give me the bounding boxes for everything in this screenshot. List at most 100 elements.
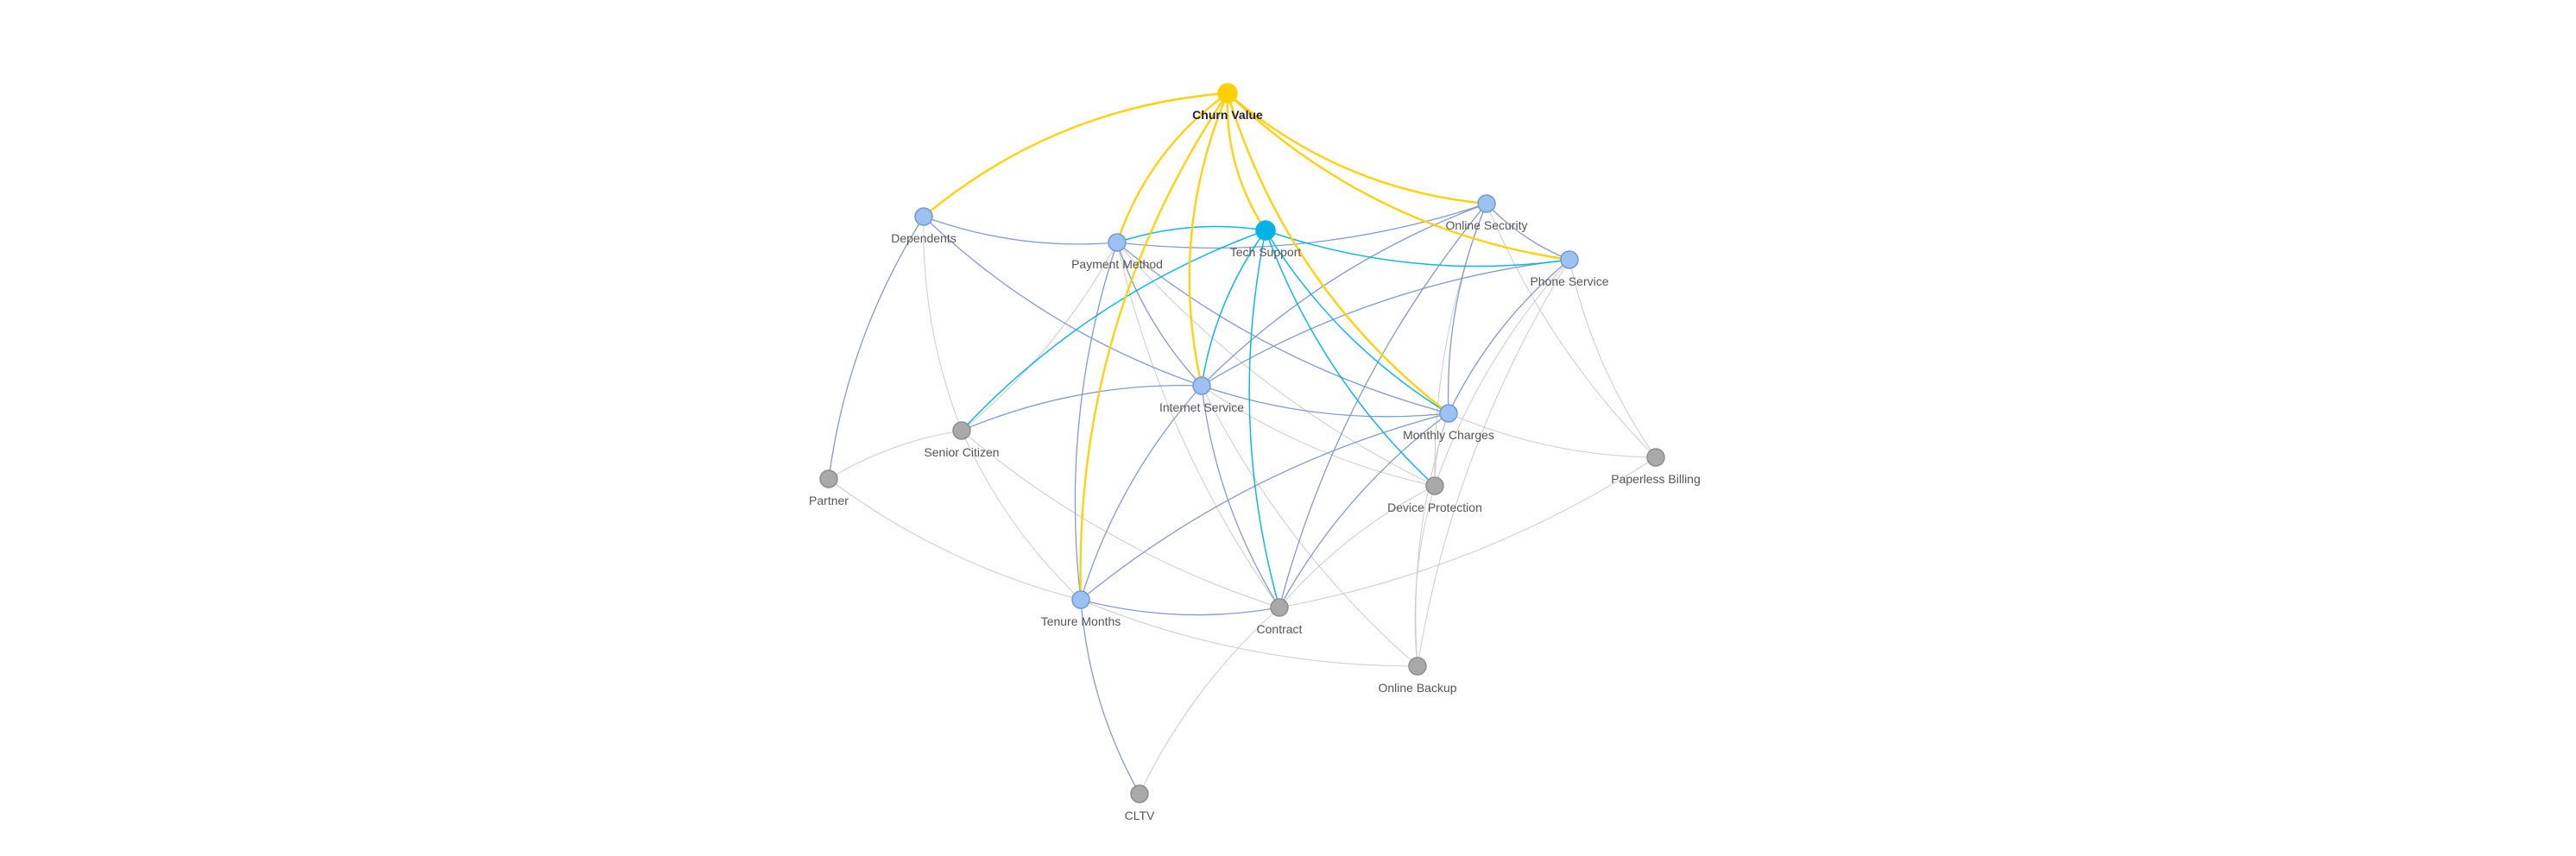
edge-churn-payment [1115, 92, 1228, 243]
node-label-tech: Tech Support [1230, 245, 1302, 259]
node-label-dependents: Dependents [891, 231, 957, 245]
node-circle-tenure[interactable] [1071, 590, 1090, 609]
edge-payment-onlinesec [1116, 203, 1487, 249]
node-churn[interactable]: Churn Value [1192, 83, 1263, 122]
node-tenure[interactable]: Tenure Months [1041, 590, 1121, 628]
edge-device-backup [1414, 485, 1436, 667]
edge-device-contract [1279, 485, 1436, 608]
node-label-paperless: Paperless Billing [1611, 472, 1701, 486]
edge-onlinesec-contract [1279, 203, 1487, 608]
node-circle-cltv[interactable] [1130, 784, 1149, 803]
node-payment[interactable]: Payment Method [1071, 233, 1163, 271]
node-circle-device[interactable] [1425, 476, 1444, 495]
node-circle-partner[interactable] [819, 469, 838, 488]
node-circle-onlinesec[interactable] [1477, 194, 1496, 213]
node-circle-contract[interactable] [1270, 598, 1289, 617]
edge-onlinesec-device [1434, 203, 1487, 487]
edge-monthly-device [1434, 412, 1449, 487]
edge-senior-payment [961, 242, 1118, 431]
edge-tech-monthly [1265, 230, 1449, 414]
node-device[interactable]: Device Protection [1387, 476, 1482, 514]
edge-tenure-backup [1080, 599, 1418, 667]
node-label-monthly: Monthly Charges [1403, 428, 1494, 442]
edge-monthly-contract [1279, 412, 1449, 608]
node-paperless[interactable]: Paperless Billing [1611, 448, 1701, 486]
edge-onlinesec-internet [1201, 203, 1487, 387]
edge-churn-dependents [923, 91, 1228, 217]
edge-payment-tenure [1074, 242, 1118, 601]
edge-churn-phone [1227, 92, 1570, 261]
node-circle-backup[interactable] [1408, 657, 1427, 676]
edge-dependents-senior [923, 216, 963, 431]
edge-onlinesec-paperless [1486, 203, 1657, 458]
edge-senior-contract [961, 430, 1280, 608]
edge-internet-senior [961, 385, 1203, 431]
node-onlinesec[interactable]: Online Security [1446, 194, 1528, 232]
edge-dependents-partner [828, 216, 925, 480]
edge-internet-backup [1201, 385, 1418, 667]
edge-payment-device [1116, 242, 1436, 487]
node-label-cltv: CLTV [1125, 809, 1155, 822]
node-circle-payment[interactable] [1108, 233, 1127, 252]
edges-layer [828, 91, 1657, 795]
edge-phone-internet [1201, 259, 1570, 387]
node-circle-monthly[interactable] [1439, 404, 1458, 423]
node-tech[interactable]: Tech Support [1230, 220, 1302, 259]
edge-tech-contract [1248, 230, 1280, 608]
node-cltv[interactable]: CLTV [1125, 784, 1155, 822]
node-label-payment: Payment Method [1071, 257, 1163, 271]
edge-payment-internet [1116, 242, 1203, 387]
node-circle-tech[interactable] [1255, 220, 1276, 241]
node-circle-churn[interactable] [1217, 83, 1238, 104]
edge-contract-paperless [1279, 456, 1657, 608]
edge-churn-tech [1226, 92, 1267, 231]
edge-tech-senior [961, 230, 1266, 431]
edge-churn-internet [1188, 92, 1229, 387]
node-senior[interactable]: Senior Citizen [924, 421, 1000, 459]
edge-senior-partner [828, 430, 963, 480]
node-circle-internet[interactable] [1192, 376, 1211, 395]
edge-churn-monthly [1226, 92, 1449, 414]
edge-phone-backup [1417, 259, 1570, 667]
node-phone[interactable]: Phone Service [1530, 250, 1609, 288]
edge-dependents-payment [923, 216, 1118, 245]
edge-payment-contract [1116, 242, 1280, 608]
node-circle-phone[interactable] [1560, 250, 1579, 269]
edge-senior-tenure [961, 430, 1082, 601]
edge-internet-monthly [1201, 385, 1449, 418]
node-dependents[interactable]: Dependents [891, 207, 957, 245]
edge-contract-cltv [1139, 607, 1280, 795]
edge-dependents-internet [923, 216, 1203, 387]
edge-tech-internet [1201, 230, 1266, 387]
node-label-phone: Phone Service [1530, 274, 1608, 288]
edge-churn-tenure [1079, 92, 1228, 601]
edge-payment-monthly [1116, 242, 1449, 414]
node-label-tenure: Tenure Months [1041, 614, 1121, 628]
node-backup[interactable]: Online Backup [1378, 657, 1457, 695]
node-partner[interactable]: Partner [809, 469, 849, 507]
node-label-partner: Partner [809, 494, 849, 507]
edge-internet-tenure [1080, 385, 1203, 601]
node-circle-senior[interactable] [952, 421, 971, 440]
edge-tenure-contract [1080, 599, 1280, 616]
edge-tech-payment [1116, 225, 1266, 243]
edge-tech-device [1265, 230, 1436, 487]
node-circle-paperless[interactable] [1646, 448, 1665, 467]
node-internet[interactable]: Internet Service [1159, 376, 1244, 414]
node-circle-dependents[interactable] [914, 207, 933, 226]
edge-internet-contract [1201, 385, 1280, 608]
node-label-churn: Churn Value [1192, 108, 1263, 122]
node-label-onlinesec: Online Security [1446, 218, 1528, 232]
edge-tech-phone [1265, 230, 1570, 268]
node-label-backup: Online Backup [1378, 681, 1456, 695]
node-contract[interactable]: Contract [1257, 598, 1303, 636]
edge-phone-device [1434, 259, 1570, 487]
edge-onlinesec-phone [1486, 203, 1570, 261]
edge-monthly-backup [1415, 412, 1449, 667]
node-monthly[interactable]: Monthly Charges [1403, 404, 1494, 442]
edge-onlinesec-monthly [1447, 203, 1487, 414]
edge-internet-device [1201, 385, 1436, 487]
node-label-internet: Internet Service [1159, 400, 1244, 414]
